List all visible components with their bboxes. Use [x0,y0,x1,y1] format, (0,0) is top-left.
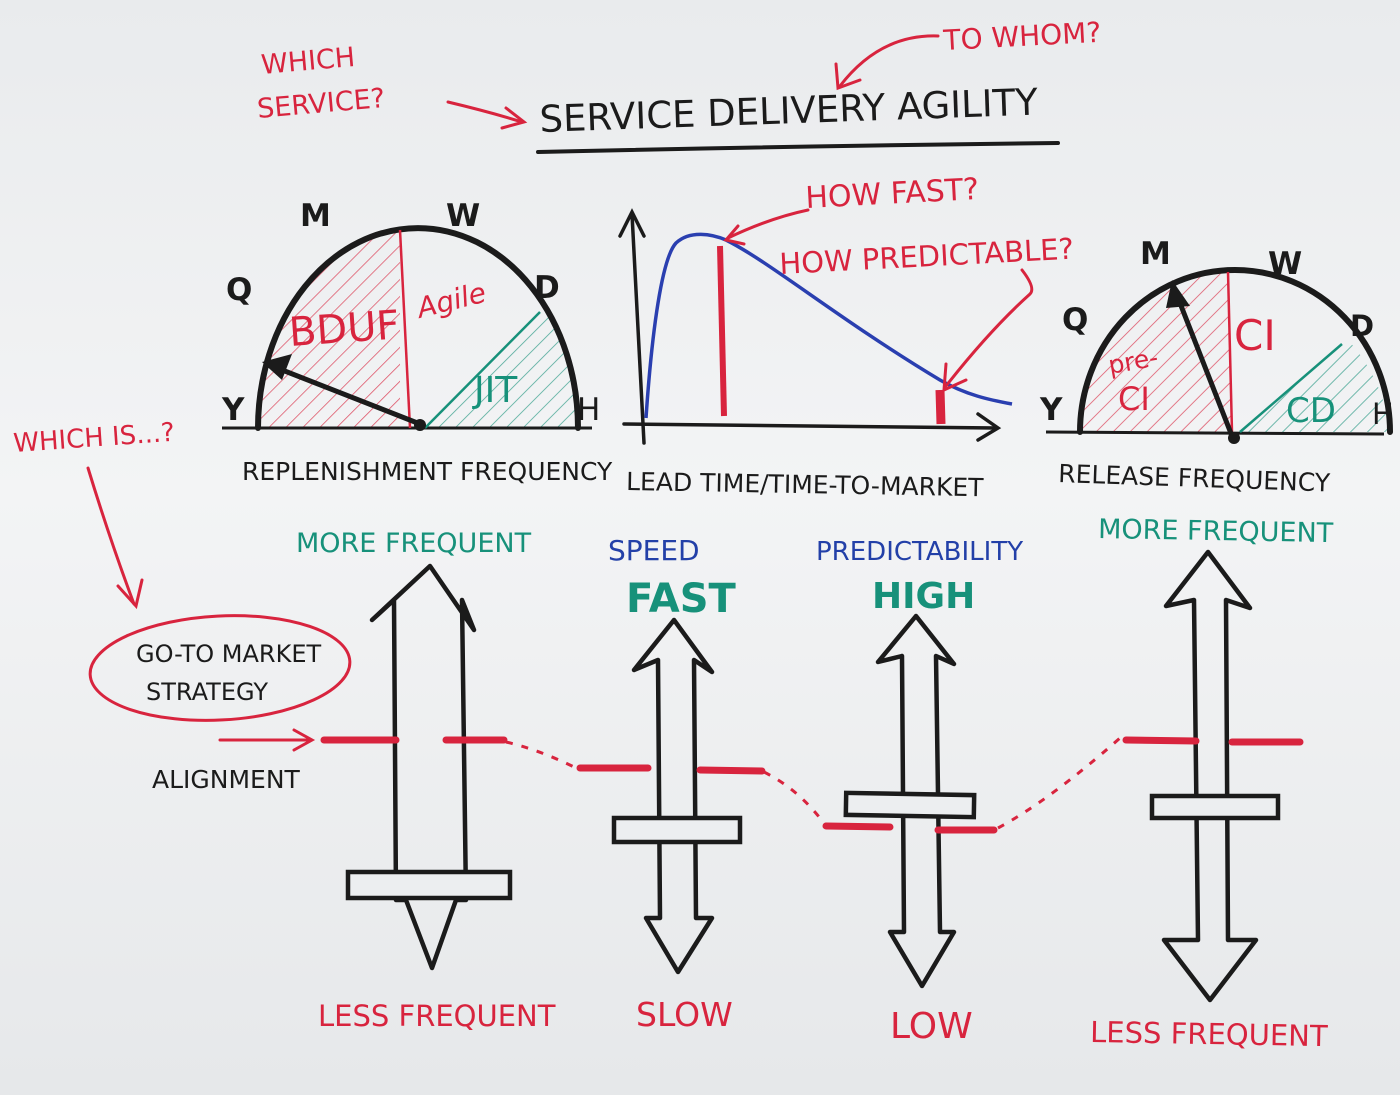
lead-time-caption: LEAD TIME/TIME-TO-MARKET [626,467,985,502]
which-service-arrow [446,100,528,130]
scale1-bottom-label: LESS FREQUENT [318,999,556,1033]
release-tick-w: W [1268,246,1302,282]
how-predictable-arrow [942,268,1034,393]
strategy-bubble [88,614,352,722]
zone-agile: Agile [412,276,490,325]
release-tick-d: D [1350,309,1374,343]
scale1-double-arrow [369,563,477,971]
scale-speed: SPEED FAST SLOW [576,534,766,1034]
title-underline [536,141,1060,154]
scale2-bottom-label: SLOW [636,995,733,1034]
scale-release: MORE FREQUENT LESS FREQUENT [1090,514,1334,1053]
dial-pointer [262,354,426,431]
zone-bduf: BDUF [287,302,400,356]
agile-divider [398,229,412,429]
zone-ci: CI [1234,311,1276,360]
release-tick-q: Q [1062,302,1088,338]
release-tick-m: M [1140,236,1171,272]
which-service-line2: SERVICE? [256,83,386,125]
release-tick-y: Y [1039,392,1063,428]
alignment-path [505,736,1121,830]
scale2-top-label: FAST [626,576,737,622]
zone-cd: CD [1286,391,1336,431]
dial-arc [255,225,581,431]
zone-pre-ci: CI [1118,380,1150,418]
jit-hatch [425,310,578,428]
strategy-line1: GO-TO MARKET [136,640,321,668]
scale4-align-left [1122,736,1200,745]
lead-time-chart: LEAD TIME/TIME-TO-MARKET [618,208,1013,502]
how-fast-question: HOW FAST? [805,172,980,216]
which-service-question: WHICH SERVICE? [256,42,386,125]
how-predictable-question: HOW PREDICTABLE? [779,232,1075,281]
to-whom-arrow [834,34,940,91]
release-caption: RELEASE FREQUENCY [1058,459,1331,497]
cd-hatch [1240,340,1390,432]
scale4-double-arrow [1161,549,1259,1003]
scale-replenishment: MORE FREQUENT LESS FREQUENT [296,528,556,1033]
scale3-slider [843,790,977,820]
ci-divider [1226,271,1234,433]
replenishment-dial: Q M W D Y H BDUF Agile JIT REPLENISHMENT… [221,198,613,486]
which-is-question: WHICH IS...? [12,418,175,459]
release-tick-h: H [1372,397,1394,431]
zone-jit: JIT [472,370,518,411]
release-pointer [1166,280,1240,444]
mode-marker [717,245,727,417]
scale1-top-label: MORE FREQUENT [296,528,532,559]
tick-w: W [446,198,480,234]
chart-axes [618,208,1002,445]
jit-divider [424,311,541,429]
scale3-bottom-label: LOW [890,1006,973,1047]
alignment-label: ALIGNMENT [152,765,301,794]
tick-m: M [300,198,331,234]
cd-divider [1239,343,1343,433]
release-dial: Q M W D Y H pre- CI CI CD RELEASE FREQUE… [1039,236,1394,498]
replenishment-caption: REPLENISHMENT FREQUENCY [242,457,613,486]
scale3-heading: PREDICTABILITY [816,537,1023,567]
release-dial-arc [1077,267,1393,435]
scale3-align-left [822,822,894,831]
scale2-double-arrow [631,617,715,975]
scale4-top-label: MORE FREQUENT [1098,514,1334,549]
tick-h: H [577,392,600,428]
scale3-double-arrow [875,613,957,989]
scale4-bottom-label: LESS FREQUENT [1090,1015,1328,1053]
to-whom-question: TO WHOM? [942,16,1102,57]
tick-q: Q [226,272,252,308]
page-title: SERVICE DELIVERY AGILITY [539,81,1039,141]
scale3-top-label: HIGH [872,576,975,617]
scale2-heading: SPEED [608,534,700,567]
which-service-line1: WHICH [260,42,356,81]
scale1-slider [345,869,513,901]
tick-d: D [534,270,560,306]
scale-predictability: PREDICTABILITY HIGH LOW [816,537,1023,1047]
pre-ci-hatch [1080,270,1232,432]
scale2-align-right [696,766,766,775]
tick-y: Y [221,392,245,428]
release-dial-baseline [1045,430,1385,436]
scale4-slider [1149,793,1281,821]
tail-marker [935,389,946,425]
strategy-line2: STRATEGY [146,678,268,706]
bduf-hatch [258,228,400,428]
which-is-arrow [86,466,144,610]
how-fast-arrow [723,208,810,246]
scale2-slider [611,815,743,845]
alignment-arrow [218,728,316,752]
